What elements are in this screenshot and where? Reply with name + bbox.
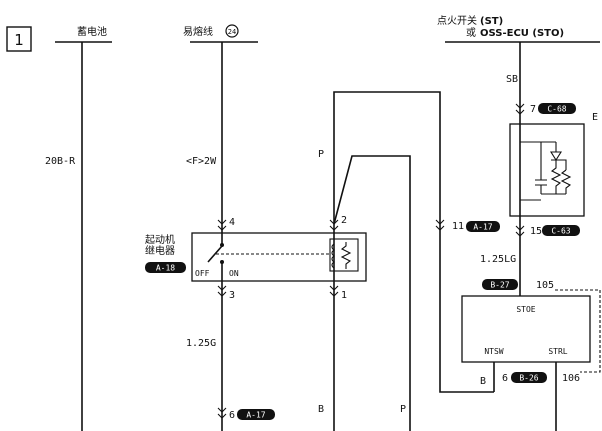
ecu-strl: STRL bbox=[548, 347, 567, 356]
tick-relay-2 bbox=[329, 219, 339, 231]
header-ignition-line1-cn: 点火开关 bbox=[437, 14, 477, 27]
relay-connector-code: A-18 bbox=[156, 264, 175, 273]
header-ignition-line2-code: OSS-ECU (STO) bbox=[480, 28, 564, 39]
lower-b-wire-label: B bbox=[318, 404, 324, 415]
conn-11-code: A-17 bbox=[473, 223, 492, 232]
module-side-letter: E bbox=[592, 112, 598, 123]
relay-switch-contact bbox=[220, 260, 224, 264]
relay-switch-blade bbox=[207, 245, 223, 263]
lg-wire-label: 1.25LG bbox=[480, 254, 516, 265]
relay-off-label: OFF bbox=[195, 269, 210, 278]
module-resistor bbox=[550, 159, 572, 194]
p-wire-upper bbox=[333, 91, 441, 224]
b-right-wire-label: B bbox=[480, 376, 486, 387]
ecu-pin-106: 106 bbox=[562, 373, 580, 384]
ecu-box bbox=[461, 295, 591, 363]
ecu-ntsw: NTSW bbox=[484, 347, 503, 356]
header-ignition-line2-cn: 或 bbox=[466, 27, 476, 39]
fusible-wire-label: <F>2W bbox=[186, 156, 217, 167]
relay-label-line1: 起动机 bbox=[145, 233, 175, 246]
header-battery: 蓄电池 bbox=[77, 25, 107, 38]
relay-pin-3: 3 bbox=[229, 290, 235, 301]
bottom-connector-badge bbox=[542, 225, 580, 236]
top-connector-code: C-68 bbox=[547, 105, 566, 114]
top-connector-badge bbox=[538, 103, 576, 114]
relay-on-label: ON bbox=[229, 269, 239, 278]
tick-relay-1 bbox=[329, 285, 339, 297]
relay-pin-2: 2 bbox=[341, 215, 347, 226]
conn-105-pin: 105 bbox=[536, 280, 554, 291]
relay-connector-badge bbox=[145, 262, 186, 273]
starter-relay-box bbox=[191, 232, 367, 282]
relay-connector-6-pin: 6 bbox=[229, 410, 235, 421]
header-ignition-line1-code: (ST) bbox=[480, 16, 503, 27]
ecu-bottom-connector-code: B-26 bbox=[519, 374, 538, 383]
relay-pin-1: 1 bbox=[341, 290, 347, 301]
lower-connector-code: A-17 bbox=[246, 411, 265, 420]
relay-diode bbox=[340, 242, 352, 269]
fusible-link-number-circle bbox=[225, 24, 239, 38]
relay-output-wire-label: 1.25G bbox=[186, 338, 216, 349]
ecu-connector-code: B-27 bbox=[490, 281, 509, 290]
ecu-bottom-connector-badge bbox=[511, 372, 547, 383]
tick-relay-3 bbox=[217, 285, 227, 297]
tick-conn-11 bbox=[435, 219, 445, 231]
module-ground-bus bbox=[520, 193, 566, 201]
page-number-box bbox=[6, 26, 32, 52]
ecu-pin-6: 6 bbox=[502, 373, 508, 384]
p-wire-upper-label: P bbox=[318, 149, 324, 160]
page-number: 1 bbox=[14, 31, 24, 49]
relay-label-line2: 继电器 bbox=[145, 244, 175, 257]
header-fusible-link: 易熔线 bbox=[183, 25, 213, 38]
tick-bottom-15 bbox=[515, 225, 525, 237]
ecu-connector-badge bbox=[482, 279, 518, 290]
tick-lower-6 bbox=[217, 407, 227, 419]
conn-11-badge bbox=[466, 221, 500, 232]
coil-return-wire bbox=[333, 155, 411, 431]
ecu-stoe: STOE bbox=[516, 305, 535, 314]
relay-coil-bracket bbox=[329, 238, 359, 272]
relay-pin-4: 4 bbox=[229, 217, 235, 228]
tick-relay-4 bbox=[217, 219, 227, 231]
ecu-dashed-outline bbox=[555, 289, 601, 373]
module-branch bbox=[520, 141, 557, 170]
ignition-module-box bbox=[509, 123, 585, 217]
conn-11-pin: 11 bbox=[452, 221, 464, 232]
module-capacitor bbox=[535, 170, 547, 194]
battery-wire-label: 20B-R bbox=[45, 156, 76, 167]
bottom-connector-code: C-63 bbox=[551, 227, 570, 236]
fusible-link-number: 24 bbox=[228, 28, 236, 36]
relay-coil-winding bbox=[331, 243, 335, 269]
lower-connector-badge bbox=[237, 409, 275, 420]
ignition-wire-label: SB bbox=[506, 74, 518, 85]
lower-p-wire-label: P bbox=[400, 404, 406, 415]
top-pin-7: 7 bbox=[530, 104, 536, 115]
tick-top-7 bbox=[515, 103, 525, 115]
bottom-pin-15: 15 bbox=[530, 226, 542, 237]
relay-switch-pivot bbox=[220, 243, 224, 247]
b-right-wire bbox=[439, 224, 462, 393]
